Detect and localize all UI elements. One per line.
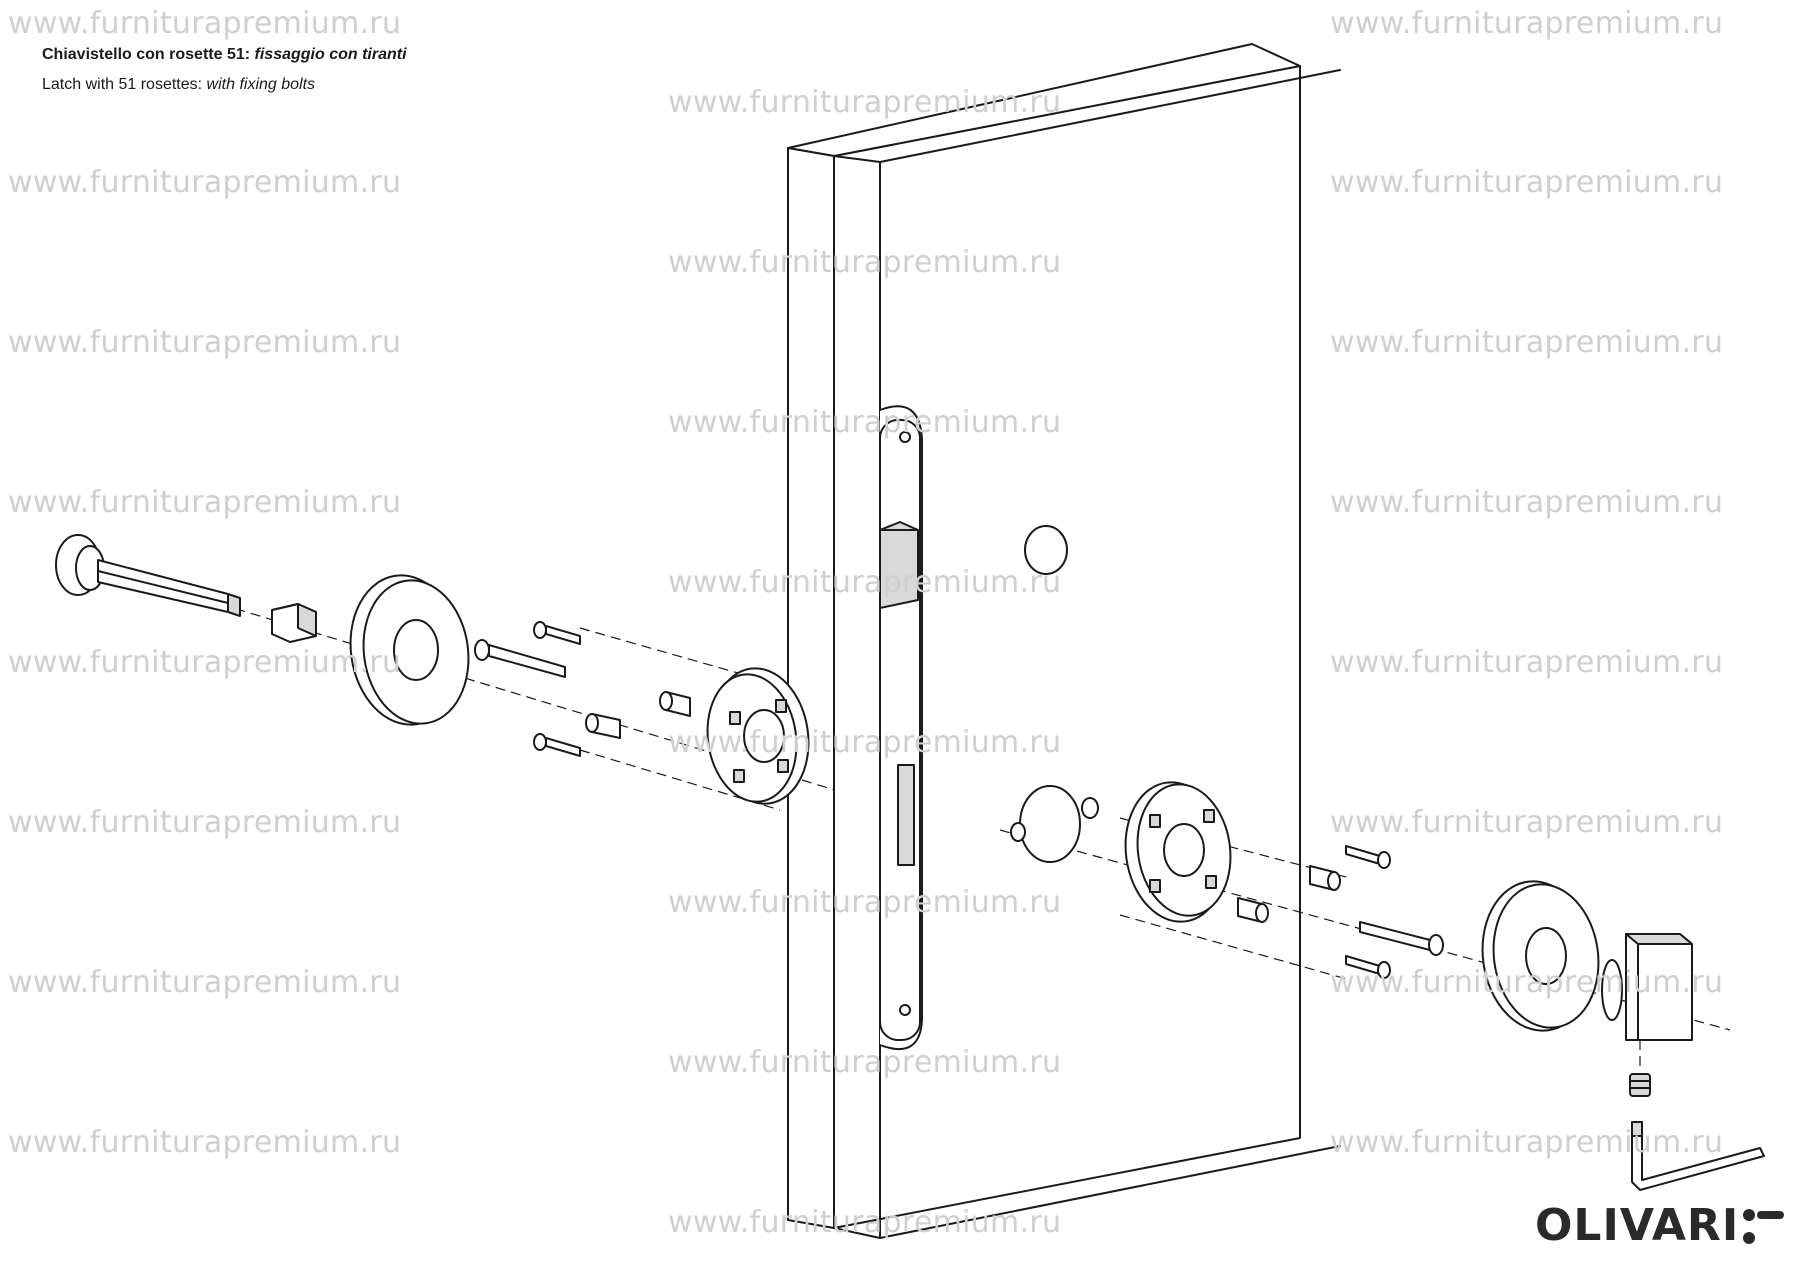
title-italian-subtitle: fissaggio con tiranti [254, 46, 407, 63]
title-english-label: Latch with 51 rosettes: [42, 76, 203, 93]
rosette-base-plate-icon [706, 667, 810, 805]
watermark-text: www.furniturapremium.ru [668, 885, 1062, 920]
title-italian-label: Chiavistello con rosette 51: [42, 46, 251, 63]
watermark-text: www.furniturapremium.ru [1330, 325, 1724, 360]
watermark-text: www.furniturapremium.ru [8, 325, 402, 360]
thumb-turn-knob-icon [1601, 933, 1693, 1041]
watermark-text: www.furniturapremium.ru [668, 1205, 1062, 1240]
watermark-text: www.furniturapremium.ru [1330, 485, 1724, 520]
watermark-text: www.furniturapremium.ru [8, 1125, 402, 1160]
screw-icon [1345, 845, 1391, 979]
mortise-latch-icon [879, 405, 923, 1050]
fixing-bolt-icon [1359, 921, 1444, 956]
watermark-text: www.furniturapremium.ru [1330, 1125, 1724, 1160]
title-italian: Chiavistello con rosette 51: fissaggio c… [42, 40, 407, 70]
watermark-text: www.furniturapremium.ru [8, 6, 402, 41]
olivari-key-mark-icon [1743, 1209, 1784, 1244]
watermark-text: www.furniturapremium.ru [8, 165, 402, 200]
fixing-bolt-icon [474, 639, 566, 678]
watermark-text: www.furniturapremium.ru [1330, 165, 1724, 200]
rosette-cover-icon [349, 574, 470, 726]
watermark-text: www.furniturapremium.ru [1330, 6, 1724, 41]
watermark-text: www.furniturapremium.ru [1330, 645, 1724, 680]
brand-logo-text: OLIVARI [1535, 1200, 1740, 1251]
rosette-base-plate-icon [1010, 781, 1232, 923]
watermark-text: www.furniturapremium.ru [8, 485, 402, 520]
allen-key-icon [1631, 1121, 1765, 1191]
watermark-text: www.furniturapremium.ru [8, 805, 402, 840]
square-follower-icon [271, 603, 317, 643]
screw-icon [533, 621, 581, 757]
watermark-text: www.furniturapremium.ru [668, 565, 1062, 600]
watermark-text: www.furniturapremium.ru [668, 85, 1062, 120]
grub-screw-icon [1629, 1073, 1651, 1097]
watermark-text: www.furniturapremium.ru [1330, 965, 1724, 1000]
bolt-spacer-icon [1237, 865, 1341, 923]
door-panel-icon [787, 43, 1341, 1239]
watermark-text: www.furniturapremium.ru [668, 245, 1062, 280]
watermark-text: www.furniturapremium.ru [8, 965, 402, 1000]
watermark-text: www.furniturapremium.ru [668, 405, 1062, 440]
watermark-text: www.furniturapremium.ru [8, 645, 402, 680]
watermark-text: www.furniturapremium.ru [668, 725, 1062, 760]
watermark-text: www.furniturapremium.ru [1330, 805, 1724, 840]
title-block: Chiavistello con rosette 51: fissaggio c… [42, 40, 407, 100]
title-english-subtitle: with fixing bolts [206, 76, 316, 93]
title-english: Latch with 51 rosettes: with fixing bolt… [42, 70, 407, 100]
bolt-spacer-icon [585, 691, 691, 739]
rosette-cover-icon [1481, 880, 1600, 1032]
spindle-with-rose-icon [55, 534, 241, 617]
watermark-text: www.furniturapremium.ru [668, 1045, 1062, 1080]
